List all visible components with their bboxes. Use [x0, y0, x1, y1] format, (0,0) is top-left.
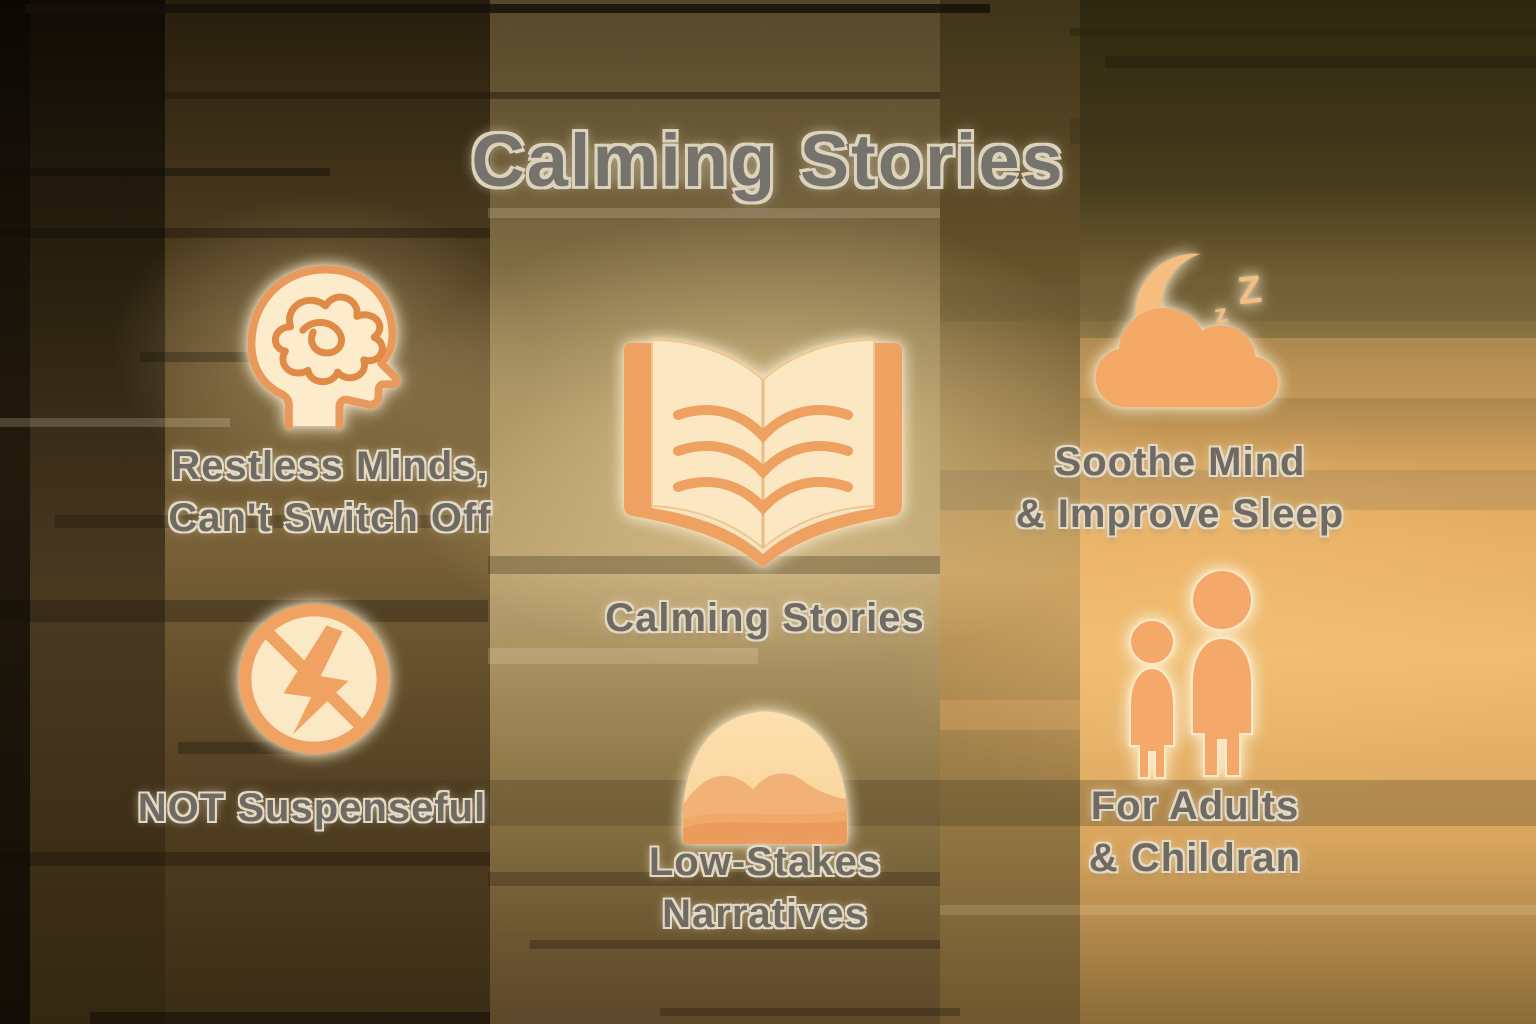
- bg-stripe: [55, 515, 490, 528]
- bg-stripe: [0, 228, 490, 238]
- bg-stripe: [940, 470, 1536, 510]
- center-book-label-line1: Calming Stories: [605, 596, 925, 640]
- moon-cloud-sleep-icon: z Z: [1086, 244, 1280, 414]
- bg-stripe: [940, 700, 1080, 730]
- bg-stripe: [160, 92, 940, 99]
- bg-stripe: [660, 1008, 960, 1016]
- bg-stripe: [940, 905, 1536, 915]
- bg-stripe: [0, 852, 490, 866]
- bg-stripe: [233, 780, 1536, 826]
- bg-stripe: [488, 648, 758, 664]
- low-stakes-label-line2: Narratives: [662, 892, 868, 936]
- bg-stripe: [488, 556, 940, 574]
- bg-stripe: [488, 208, 940, 218]
- sleep-z-small: z: [1212, 298, 1230, 330]
- not-suspenseful-label-line1: NOT Suspenseful: [137, 786, 487, 830]
- restless-label-line1: Restless Minds,: [171, 444, 489, 488]
- bg-stripe: [530, 940, 940, 949]
- no-lightning-icon: [228, 590, 400, 768]
- low-stakes-label-line1: Low-Stakes: [648, 840, 882, 884]
- restless-label-line2: Can't Switch Off: [168, 496, 492, 540]
- bg-stripe: [940, 285, 1536, 321]
- bg-stripe: [1070, 118, 1536, 144]
- audience-label-line2: & Childran: [1088, 836, 1302, 880]
- bg-stripe: [140, 352, 340, 362]
- tangled-mind-head-icon: [228, 246, 402, 432]
- bg-stripe: [1105, 56, 1536, 68]
- audience-label: For Adults & Childran: [945, 780, 1445, 884]
- adult-child-icon: [1122, 569, 1272, 780]
- calm-landscape-icon: [666, 680, 864, 848]
- soothe-label-line2: & Improve Sleep: [1015, 492, 1345, 536]
- sleep-z-large: Z: [1236, 268, 1264, 313]
- bg-stripe: [25, 4, 990, 13]
- low-stakes-label: Low-Stakes Narratives: [515, 836, 1015, 940]
- bg-stripe: [1070, 28, 1536, 36]
- bg-stripe: [0, 600, 488, 622]
- bg-stripe: [488, 872, 940, 886]
- page-title: Calming Stories: [471, 119, 1065, 202]
- soothe-label: Soothe Mind & Improve Sleep: [930, 436, 1430, 540]
- restless-label: Restless Minds, Can't Switch Off: [80, 440, 580, 544]
- center-book-label: Calming Stories: [515, 592, 1015, 644]
- bg-stripe: [90, 1012, 490, 1024]
- bg-stripe: [0, 168, 330, 176]
- open-book-icon: [608, 310, 918, 570]
- not-suspenseful-label: NOT Suspenseful: [62, 782, 562, 834]
- audience-label-line1: For Adults: [1090, 784, 1300, 828]
- soothe-label-line1: Soothe Mind: [1054, 440, 1306, 484]
- bg-stripe: [0, 418, 230, 427]
